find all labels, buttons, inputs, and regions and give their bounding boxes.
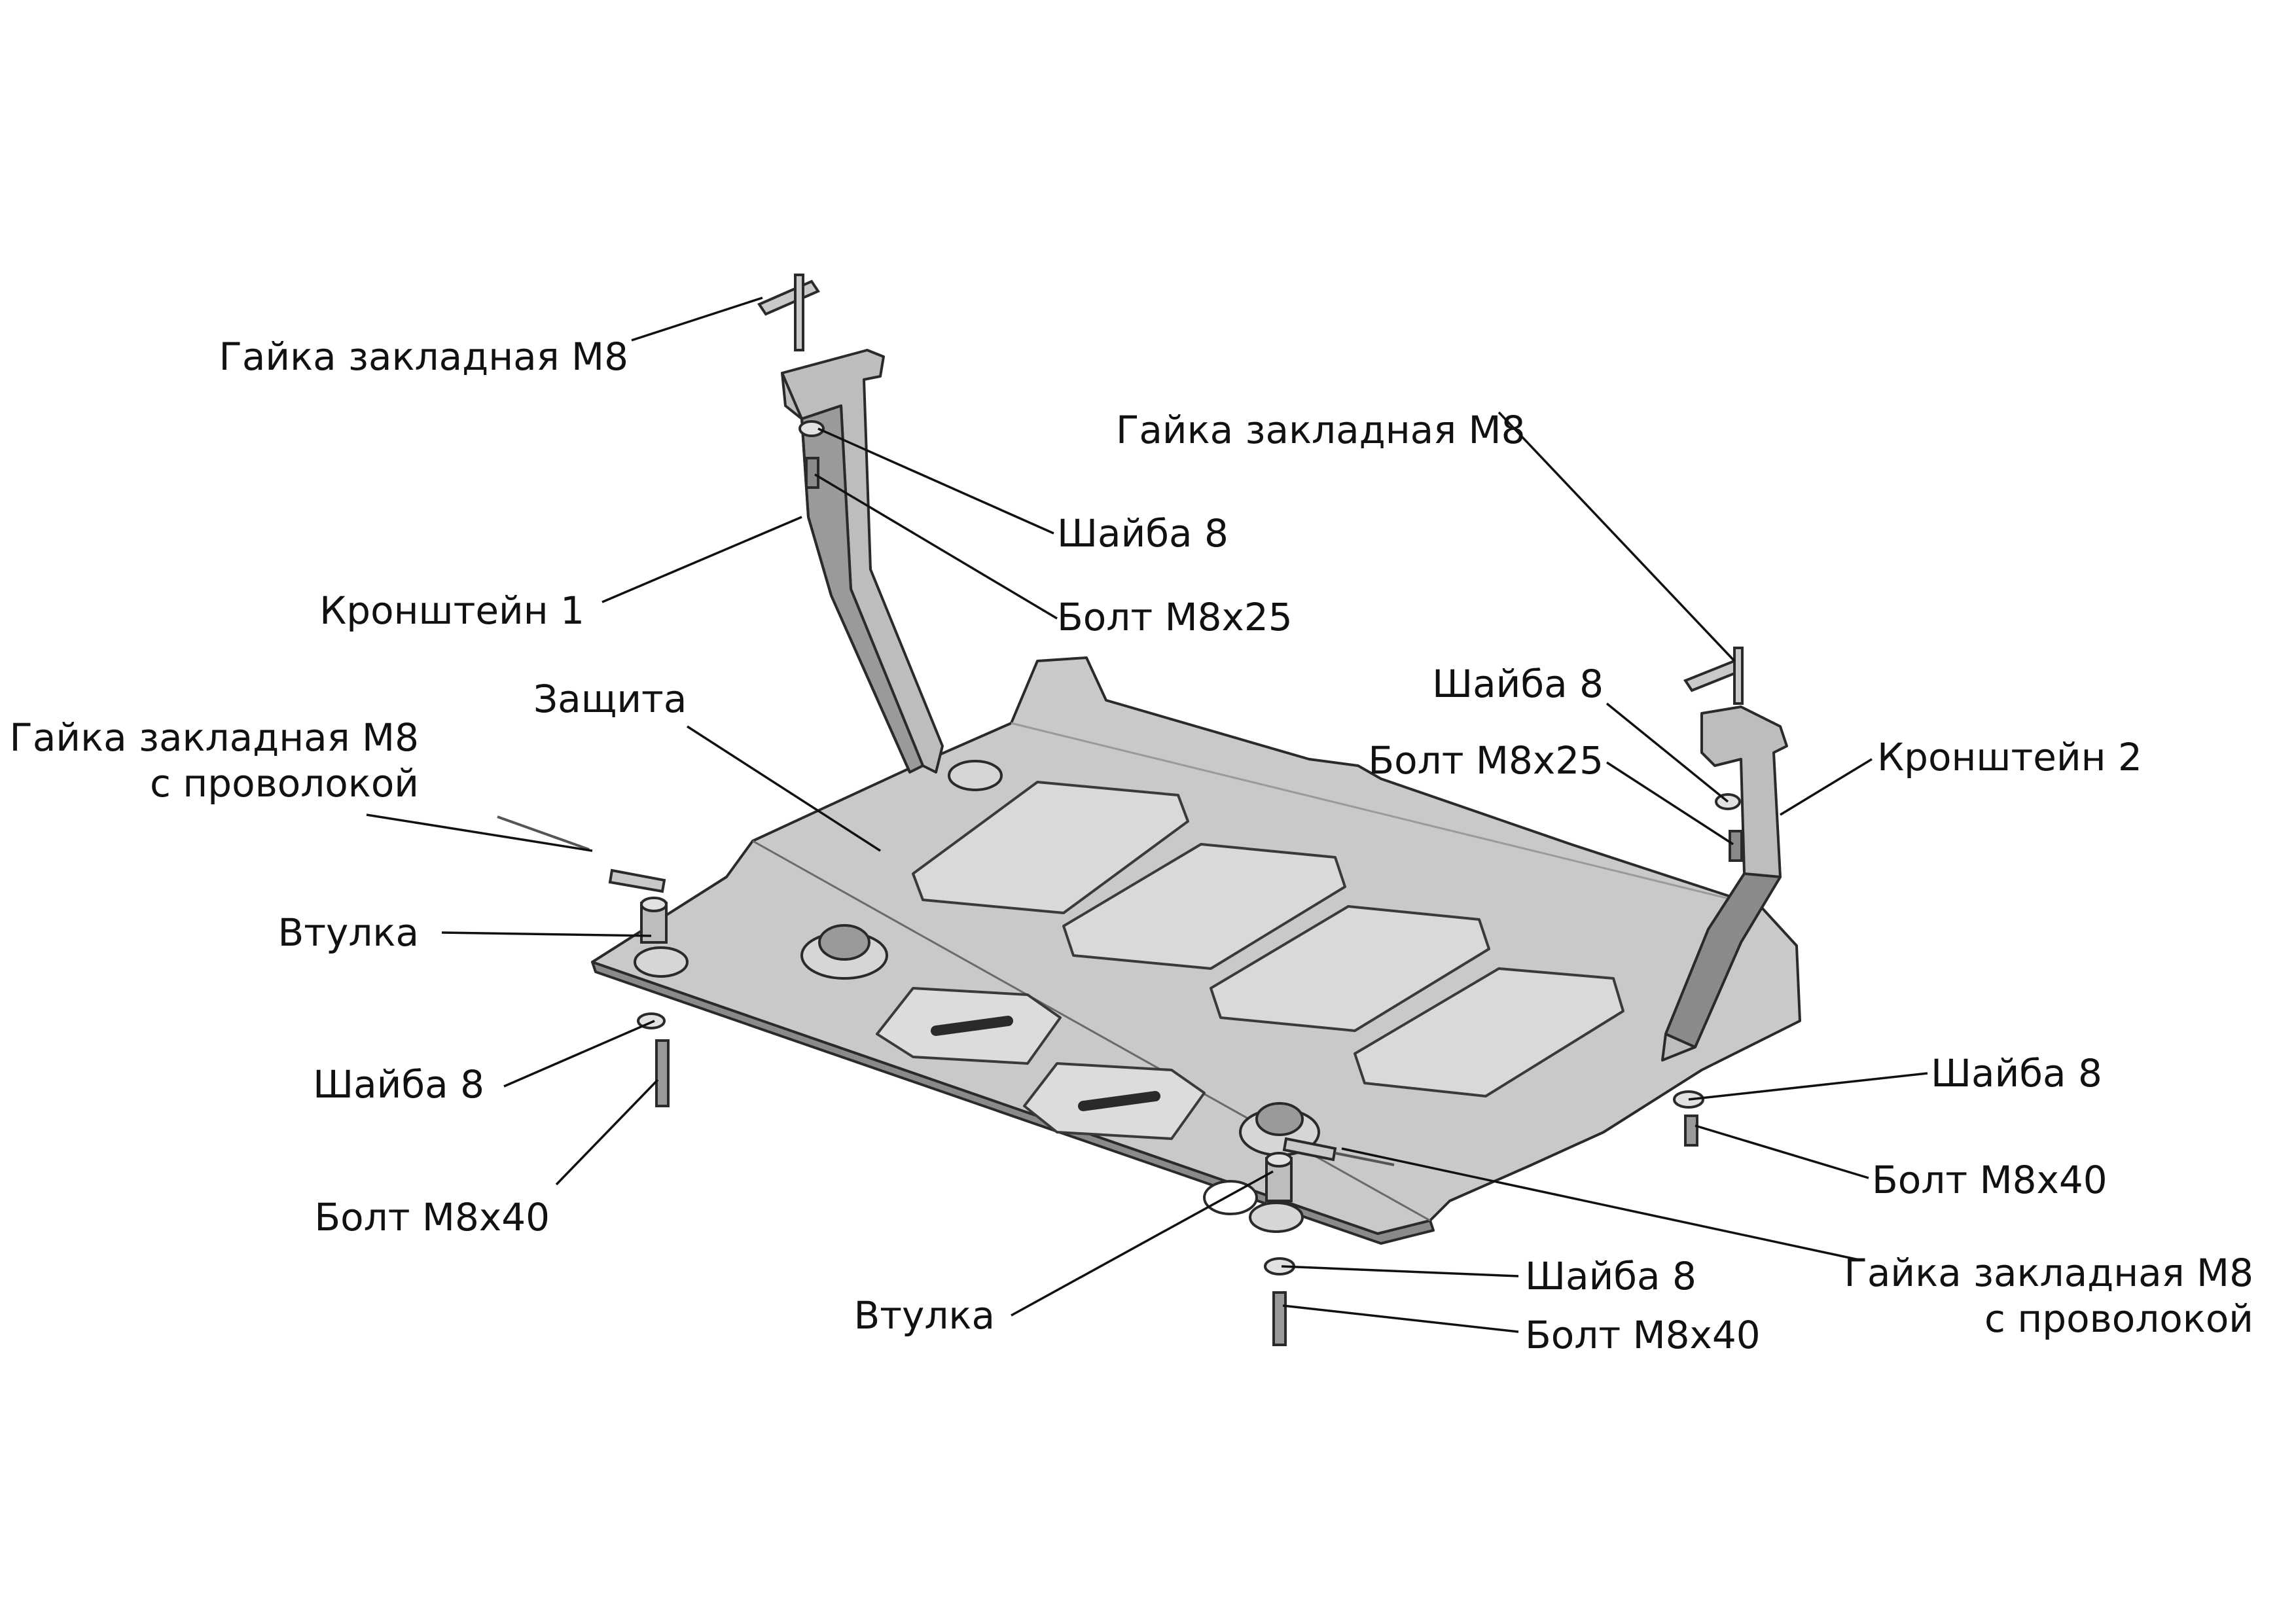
- leader-lines: [366, 296, 1928, 1333]
- label-bolt-bracket-1: Болт М8х25: [1057, 595, 1293, 639]
- label-shield: Защита: [533, 677, 687, 721]
- label-nut-wire-right-line-1: Гайка закладная М8: [1844, 1251, 2253, 1295]
- label-bolt-bottom: Болт М8х40: [1525, 1313, 1761, 1357]
- bracket-2: [1661, 705, 1788, 1061]
- label-bolt-left: Болт М8х40: [314, 1195, 550, 1240]
- label-bracket-2: Кронштейн 2: [1877, 735, 2142, 779]
- slotted-pads: [876, 987, 1206, 1140]
- label-bolt-right: Болт М8х40: [1872, 1158, 2108, 1202]
- label-nut-wire-left-line-2: с проволокой: [150, 761, 419, 806]
- label-washer-bracket-2: Шайба 8: [1432, 662, 1604, 706]
- skid-plate: [591, 656, 1801, 1245]
- label-washer-right: Шайба 8: [1931, 1051, 2102, 1096]
- label-nut-wire-left-line-1: Гайка закладная М8: [9, 715, 419, 760]
- label-bolt-bracket-2: Болт М8х25: [1368, 738, 1604, 783]
- label-bracket-1: Кронштейн 1: [319, 588, 584, 633]
- label-washer-bracket-1: Шайба 8: [1057, 511, 1229, 556]
- hardware-parts: [497, 274, 1744, 1346]
- label-nut-wire-right: Гайка закладная М8 с проволокой: [1844, 1250, 2253, 1342]
- label-sleeve-bottom: Втулка: [853, 1293, 995, 1338]
- label-nut-top-right: Гайка закладная М8: [1116, 408, 1526, 452]
- label-nut-wire-left: Гайка закладная М8 с проволокой: [10, 715, 419, 806]
- bracket-1: [781, 349, 944, 774]
- label-nut-top-left: Гайка закладная М8: [219, 334, 628, 379]
- label-washer-bottom: Шайба 8: [1525, 1254, 1696, 1298]
- stamped-panels: [912, 781, 1624, 1097]
- label-sleeve-left: Втулка: [278, 910, 419, 955]
- label-washer-left: Шайба 8: [313, 1062, 484, 1107]
- label-nut-wire-right-line-2: с проволокой: [1984, 1296, 2253, 1341]
